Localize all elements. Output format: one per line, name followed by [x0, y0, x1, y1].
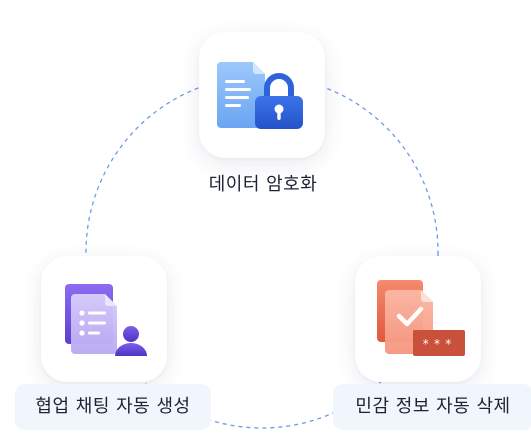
feature-label-encryption: 데이터 암호화 — [208, 174, 318, 195]
feature-tile-privacy: *** — [355, 256, 481, 382]
doc-check-mask-icon — [377, 280, 465, 356]
feature-label-chat: 협업 채팅 자동 생성 — [15, 384, 211, 430]
doc-user-icon — [65, 284, 147, 356]
feature-tile-encryption — [199, 32, 325, 158]
masked-text-badge: *** — [422, 337, 456, 351]
feature-label-privacy: 민감 정보 자동 삭제 — [333, 384, 531, 430]
feature-tile-chat — [41, 256, 167, 382]
doc-lock-icon — [217, 62, 303, 129]
